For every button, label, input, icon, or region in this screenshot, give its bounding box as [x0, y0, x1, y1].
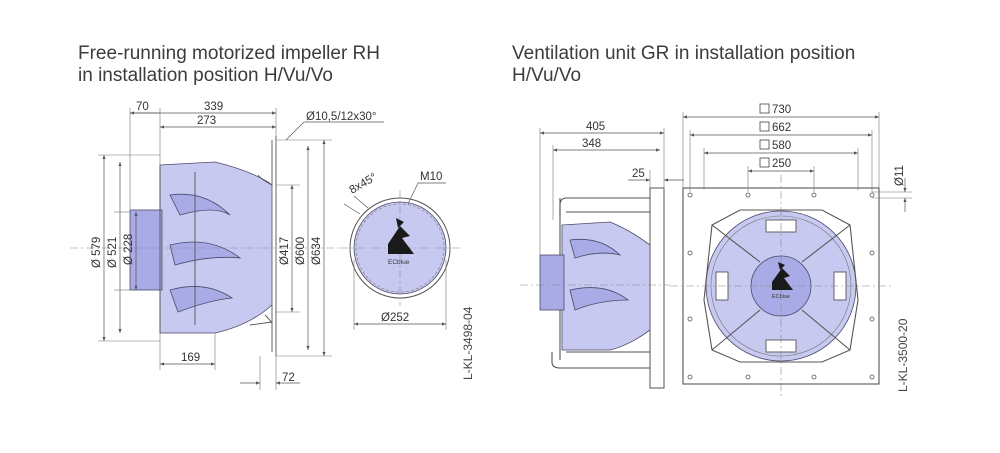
unit-struts [711, 224, 851, 351]
dim-169: 169 [181, 352, 200, 364]
dim-d417: Ø417 [279, 237, 291, 265]
dim-405: 405 [586, 121, 605, 133]
svg-text:662: 662 [772, 122, 791, 134]
unit-front-view: ECblue 730 662 580 250 [670, 103, 912, 396]
dim-339: 339 [204, 101, 223, 113]
dim-25: 25 [632, 168, 645, 180]
svg-text:580: 580 [772, 140, 791, 152]
dim-d11: Ø11 [894, 165, 906, 186]
unit-logo-label: ECblue [772, 294, 790, 300]
right-heading: Ventilation unit GR in installation posi… [512, 43, 855, 87]
dim-holes: Ø10,5/12x30° [306, 111, 376, 123]
dim-thread: M10 [420, 171, 442, 183]
impeller-side-view: 70 339 273 Ø10,5/12x30° Ø 579 Ø 521 Ø 22… [70, 101, 384, 390]
dim-sq730: 730 [759, 103, 791, 116]
unit-plate [649, 187, 665, 389]
left-heading: Free-running motorized impeller RH in in… [78, 43, 380, 87]
dim-d579: Ø 579 [91, 237, 103, 268]
dim-273: 273 [197, 115, 216, 127]
inlet-ring [249, 140, 273, 352]
motor-logo-label: ECblue [388, 259, 410, 266]
left-heading-line-2: in installation position H/Vu/Vo [78, 65, 333, 86]
frame-bottom-rail [551, 352, 660, 369]
right-heading-line-1: Ventilation unit GR in installation posi… [512, 43, 856, 64]
dim-angle: 8x45° [348, 171, 380, 196]
blade-upper [169, 193, 231, 216]
drawing-ref-left: L-KL-3498-04 [461, 306, 475, 380]
dim-d228: Ø 228 [123, 234, 135, 265]
unit-motor [539, 254, 565, 311]
left-heading-line-1: Free-running motorized impeller RH [78, 43, 380, 64]
ecblue-logo-icon [388, 226, 414, 254]
svg-text:730: 730 [772, 104, 791, 116]
dim-sq580: 580 [759, 139, 791, 152]
dim-348: 348 [582, 138, 601, 150]
motor-front-view: ECblue 8x45° M10 Ø252 [340, 171, 460, 330]
dim-d634: Ø634 [311, 236, 323, 265]
blade-lower [169, 286, 234, 313]
right-heading-line-2: H/Vu/Vo [512, 65, 582, 86]
dim-d521: Ø 521 [107, 237, 119, 268]
dim-d600: Ø600 [295, 237, 307, 265]
dim-72: 72 [282, 372, 295, 384]
svg-text:250: 250 [772, 158, 791, 170]
dim-70: 70 [136, 101, 149, 113]
unit-logo-icon [772, 268, 793, 290]
dim-d252: Ø252 [381, 312, 409, 324]
drawing-ref-right: L-KL-3500-20 [896, 318, 910, 392]
unit-side-view: 405 348 25 [520, 121, 684, 389]
dim-sq250: 250 [759, 157, 791, 170]
dim-sq662: 662 [759, 121, 791, 134]
